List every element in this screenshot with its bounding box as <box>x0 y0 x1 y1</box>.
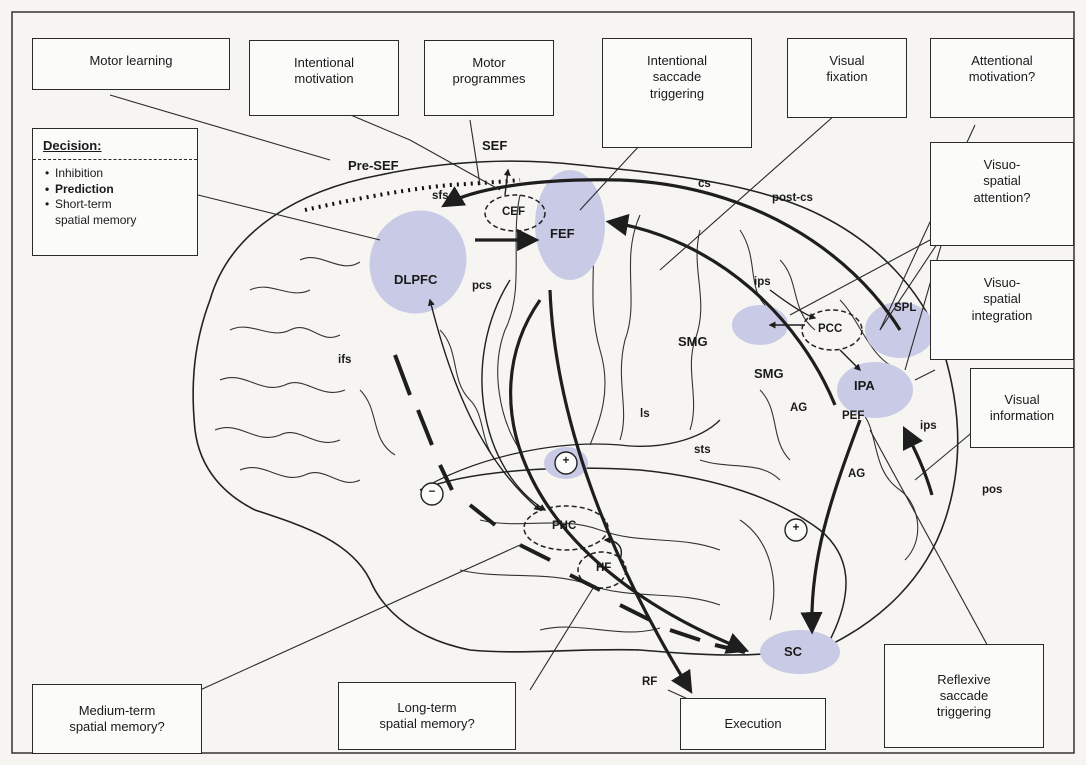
inhibition-path <box>393 354 746 654</box>
decision-item: Prediction <box>45 182 197 198</box>
decision-list: Inhibition Prediction Short-term spatial… <box>33 166 197 228</box>
label-ifs: ifs <box>338 354 352 366</box>
intentional-motivation-box: Intentional motivation <box>249 40 399 116</box>
label-spl: SPL <box>894 302 917 314</box>
plus-top-circle <box>554 451 578 475</box>
visual-information-box: Visual information <box>970 368 1074 448</box>
label-ips-lower: ips <box>920 420 937 432</box>
thin-arrows <box>427 168 861 561</box>
regions <box>369 170 935 674</box>
label-ls: ls <box>640 408 650 420</box>
decision-item: Short-term spatial memory <box>45 197 197 228</box>
long-term-memory-box: Long-term spatial memory? <box>338 682 516 750</box>
label-pos: pos <box>982 484 1003 496</box>
temporal-lobe <box>419 467 847 641</box>
label-ips-upper: ips <box>754 276 771 288</box>
label-ag-upper: AG <box>790 402 808 414</box>
cef-outline <box>484 194 546 232</box>
arrow-hf-to-phc <box>603 536 622 561</box>
arrow-ips-to-pcc <box>769 289 817 320</box>
label-smg-lower: SMG <box>754 366 784 381</box>
label-phc: PHC <box>552 520 577 532</box>
outer-border <box>11 11 1075 754</box>
label-dlpfc: DLPFC <box>394 272 438 287</box>
arrow-fef-to-sc <box>509 299 750 654</box>
arrow-fef-to-rf <box>548 289 693 694</box>
sign-plus-right: + <box>792 522 800 534</box>
arrow-pef-to-fef <box>605 213 837 406</box>
fef-region <box>535 170 605 280</box>
sfs-dotted <box>304 178 521 212</box>
label-pcc: PCC <box>818 323 843 335</box>
intentional-saccade-triggering-box: Intentional saccade triggering <box>602 38 752 148</box>
dlpfc-region <box>369 210 467 314</box>
arrow-ipa-to-sfs <box>441 178 902 331</box>
sc-region <box>760 630 840 674</box>
smg-region <box>732 305 788 345</box>
plus-right-circle <box>784 518 808 542</box>
execution-box: Execution <box>680 698 826 750</box>
sign-minus-left: − <box>428 486 436 498</box>
label-fef: FEF <box>550 226 575 241</box>
label-hf: HF <box>596 562 612 574</box>
label-pef: PEF <box>842 410 865 422</box>
visual-fixation-box: Visual fixation <box>787 38 907 118</box>
label-pre-sef: Pre-SEF <box>348 158 399 173</box>
motor-learning-box: Motor learning <box>32 38 230 90</box>
label-postcs: post-cs <box>772 192 813 204</box>
label-ipa: IPA <box>854 378 875 393</box>
label-pcs: pcs <box>472 280 492 292</box>
label-ag-lower: AG <box>848 468 866 480</box>
arrow-pef-to-sc <box>800 419 862 635</box>
visuo-spatial-integration-box: Visuo- spatial integration <box>930 260 1074 360</box>
label-sfs: sfs <box>432 190 449 202</box>
arrow-fef-to-phc <box>481 279 547 511</box>
sign-plus-top: + <box>562 455 570 467</box>
label-cs: cs <box>698 178 711 190</box>
decision-item: Inhibition <box>45 166 197 182</box>
label-cef: CEF <box>502 206 525 218</box>
motor-programmes-box: Motor programmes <box>424 40 554 116</box>
reflexive-saccade-triggering-box: Reflexive saccade triggering <box>884 644 1044 748</box>
decision-box: Decision: Inhibition Prediction Short-te… <box>32 128 198 256</box>
medium-term-memory-box: Medium-term spatial memory? <box>32 684 202 754</box>
label-sc: SC <box>784 644 803 659</box>
ipa-region <box>837 362 913 418</box>
arrow-pcc-to-ipa <box>839 349 861 371</box>
attentional-motivation-box: Attentional motivation? <box>930 38 1074 118</box>
arrow-visual-to-ipa <box>902 425 934 496</box>
pcc-outline <box>801 309 863 351</box>
arrow-dlpfc-to-phc <box>427 298 542 511</box>
brain-outline <box>192 160 959 656</box>
label-smg-upper: SMG <box>678 334 708 349</box>
thick-arrows <box>441 178 934 694</box>
visuo-spatial-attention-box: Visuo- spatial attention? <box>930 142 1074 246</box>
label-sef: SEF <box>482 138 508 153</box>
figure-frame: Motor learning Intentional motivation Mo… <box>11 11 1078 757</box>
sign-circles <box>420 451 808 542</box>
decision-title: Decision: <box>43 138 102 153</box>
minus-left-circle <box>420 482 444 506</box>
arrow-sef-up <box>503 168 511 196</box>
label-rf: RF <box>642 676 658 688</box>
label-sts: sts <box>694 444 711 456</box>
